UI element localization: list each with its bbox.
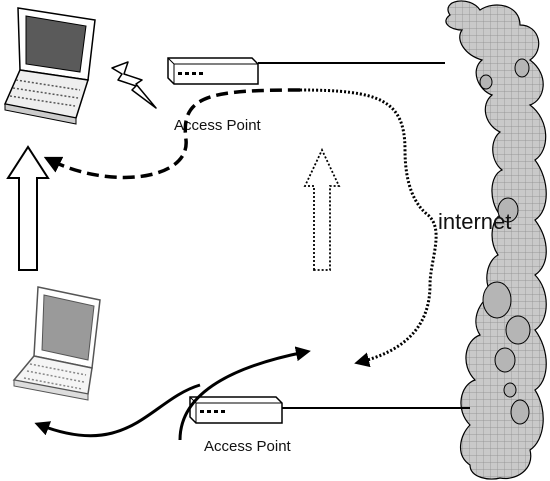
access-point-icon — [167, 57, 259, 85]
internet-cloud-icon — [445, 0, 547, 480]
handoff-up-arrow — [6, 145, 50, 271]
solid-curve-up — [178, 346, 311, 441]
dotted-internet-route — [299, 88, 438, 368]
access-point-icon — [189, 396, 283, 424]
cloud-bubbles — [479, 58, 531, 425]
laptop-icon — [3, 7, 96, 125]
internet-label: internet — [438, 209, 511, 234]
lightning-bolt-icon — [111, 61, 157, 109]
top-access-point-label: Access Point — [174, 117, 262, 134]
bottom-access-point-label: Access Point — [204, 438, 292, 455]
dashed-data-path — [43, 88, 301, 180]
laptop-icon — [12, 286, 101, 401]
solid-curve-to-laptop — [34, 383, 201, 438]
dotted-up-arrow — [303, 147, 341, 271]
